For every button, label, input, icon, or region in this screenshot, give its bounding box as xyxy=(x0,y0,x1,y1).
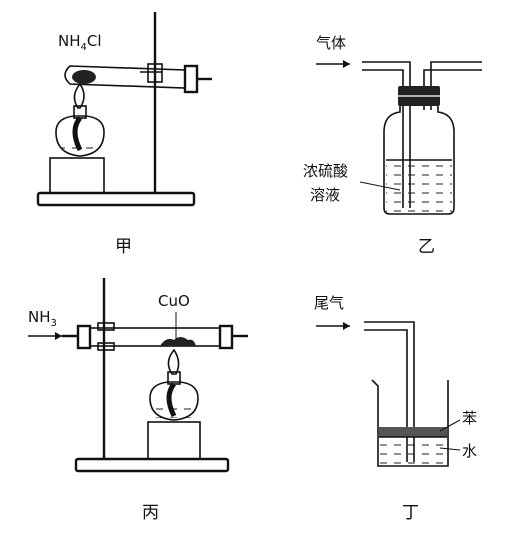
bing-inlet-label: NH3 xyxy=(28,308,57,329)
yi-concentrated-sulfuric-acid xyxy=(386,160,452,212)
panel-ding: 尾气 苯 水 丁 xyxy=(314,294,477,523)
panel-yi: 气体 浓硫酸 溶液 乙 xyxy=(303,34,482,257)
ding-water-layer xyxy=(379,437,447,465)
bing-flame xyxy=(167,348,180,375)
jia-wooden-block xyxy=(49,157,105,194)
ding-beaker xyxy=(371,379,449,467)
yi-liquid-label-line1: 浓硫酸 xyxy=(303,162,348,180)
jia-clamp xyxy=(147,63,163,83)
bing-alcohol-lamp xyxy=(149,371,199,421)
jia-caption: 甲 xyxy=(115,237,132,257)
jia-nh4cl-solid xyxy=(72,70,96,84)
yi-liquid-label-line2: 溶液 xyxy=(310,186,340,204)
bing-solid-label: CuO xyxy=(158,292,190,310)
ding-upper-layer-label: 苯 xyxy=(462,409,477,427)
ding-benzene-layer xyxy=(379,427,447,437)
yi-gas-washing-bottle xyxy=(383,106,455,215)
jia-test-tube xyxy=(64,64,212,94)
yi-caption: 乙 xyxy=(418,237,435,257)
ding-inlet-label: 尾气 xyxy=(314,294,344,312)
bing-cuo-solid xyxy=(160,337,196,346)
ding-lower-layer-label: 水 xyxy=(462,442,477,460)
jia-reagent-label: NH4Cl xyxy=(58,32,102,53)
jia-flame xyxy=(73,82,85,109)
yi-inlet-label: 气体 xyxy=(316,34,346,52)
ding-glass-tube xyxy=(364,321,415,462)
panel-jia: NH4Cl 甲 xyxy=(36,12,212,257)
jia-stand-base xyxy=(36,191,196,207)
jia-alcohol-lamp xyxy=(55,105,105,157)
bing-combustion-tube xyxy=(62,324,248,350)
panel-bing: NH3 CuO 丙 xyxy=(28,278,248,523)
bing-stand-base xyxy=(74,457,230,473)
bing-wooden-block xyxy=(147,421,201,460)
bing-caption: 丙 xyxy=(142,503,159,523)
ding-caption: 丁 xyxy=(402,503,419,523)
